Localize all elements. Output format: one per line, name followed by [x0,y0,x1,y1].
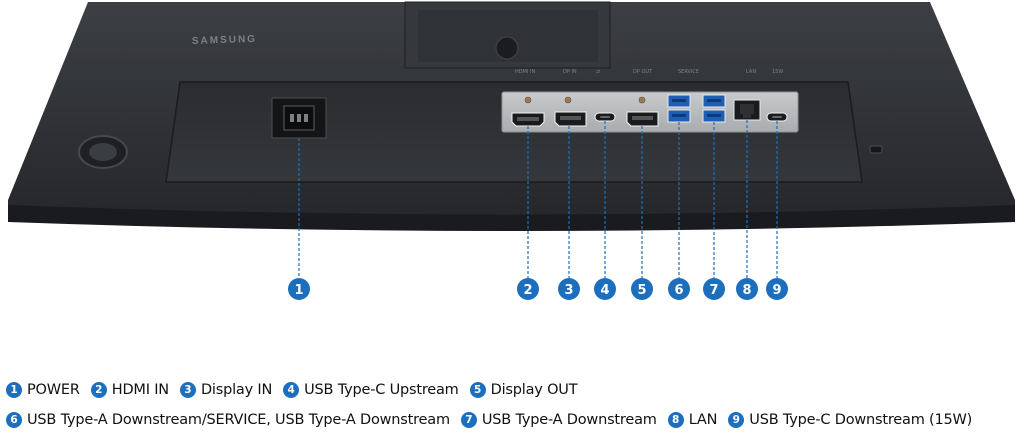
legend-number: 6 [6,412,22,428]
joystick-button [78,135,128,169]
stand-screw-hole [495,36,519,60]
kensington-lock [869,145,883,154]
brand-logo: SAMSUNG [192,34,257,47]
hdmi-port [511,112,545,127]
callout-3: 3 [558,278,580,300]
legend-number: 1 [6,382,22,398]
callout-5: 5 [631,278,653,300]
lan-port [733,99,761,121]
callout-4: 4 [594,278,616,300]
legend-label: LAN [688,412,718,428]
label-service: SERVICE [678,69,699,75]
svg-text:1: 1 [294,283,303,298]
legend-label: Display OUT [490,382,578,398]
usb-a-service-ports [667,94,691,123]
svg-text:7: 7 [709,283,718,298]
legend-label: USB Type-A Downstream/SERVICE, USB Type-… [27,412,450,428]
legend-label: USB Type-A Downstream [481,412,657,428]
label-lan: LAN [746,69,756,75]
usb-a-downstream-ports [702,94,726,123]
legend-number: 9 [728,412,745,428]
legend-row-2: 6 USB Type-A Downstream/SERVICE, USB Type… [6,412,983,428]
label-15w: 15W [772,69,783,75]
callout-6: 6 [668,278,690,300]
svg-text:5: 5 [637,283,646,298]
legend-item-power: 1 POWER [6,382,80,398]
legend-number: 2 [90,382,107,398]
svg-text:8: 8 [742,283,751,298]
svg-text:6: 6 [674,283,683,298]
label-usbc-up: ⇄ [596,69,600,75]
usb-c-downstream-port [766,112,788,122]
label-hdmi-in: HDMI IN [515,69,535,75]
power-port [271,97,327,139]
displayport-in-port [554,111,587,127]
svg-text:4: 4 [600,283,609,298]
svg-text:2: 2 [523,283,532,298]
displayport-out-port [626,111,659,127]
usb-c-upstream-port [594,112,616,122]
legend-number: 3 [179,382,196,398]
monitor-bottom-edge [8,205,1015,231]
legend-label: POWER [27,382,80,398]
legend-label: Display IN [200,382,273,398]
svg-text:3: 3 [564,283,573,298]
callout-9: 9 [766,278,788,300]
legend-label: HDMI IN [111,382,169,398]
legend-label: USB Type-C Upstream [304,382,459,398]
label-dp-in: DP IN [563,69,577,75]
legend-number: 5 [469,382,486,398]
legend-number: 7 [460,412,477,428]
callout-1: 1 [288,278,310,300]
svg-text:9: 9 [772,283,781,298]
callout-7: 7 [703,278,725,300]
legend-label: USB Type-C Downstream (15W) [749,412,973,428]
label-dp-out: DP OUT [633,69,653,75]
callout-8: 8 [736,278,758,300]
legend-number: 8 [667,412,684,428]
callout-2: 2 [517,278,539,300]
legend-number: 4 [283,382,300,398]
legend-item-usb-a-service: 6 USB Type-A Downstream/SERVICE, USB Type… [6,412,450,428]
